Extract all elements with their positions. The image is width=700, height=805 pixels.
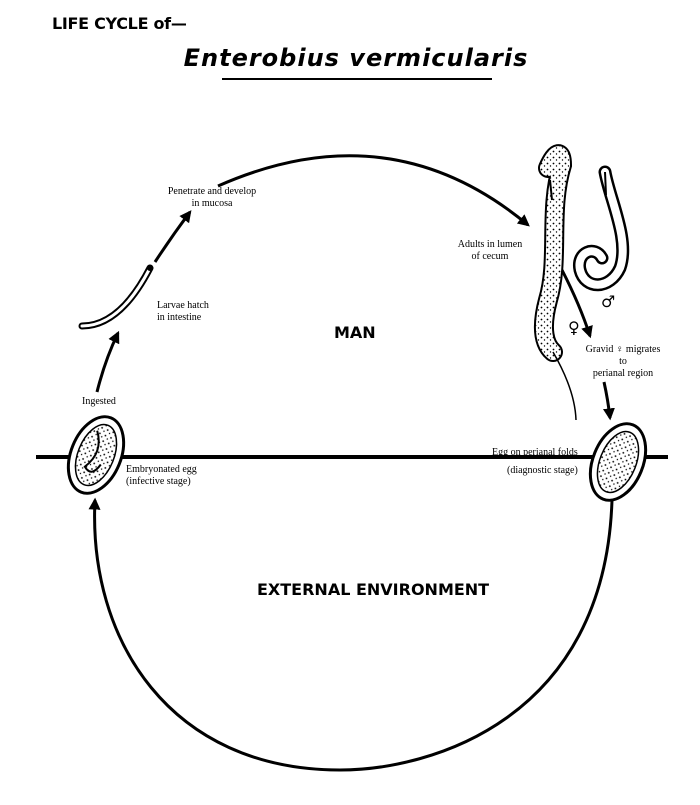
larva-icon bbox=[78, 264, 154, 330]
adults-to-gravid-arrow bbox=[560, 269, 593, 339]
adult-male-worm-icon bbox=[573, 165, 630, 292]
environment-arc-arrow bbox=[88, 497, 614, 772]
female-symbol-icon: ♀ bbox=[568, 318, 580, 337]
label-adults: Adults in lumen of cecum bbox=[457, 239, 523, 262]
arc-to-adults-arrow bbox=[217, 154, 530, 227]
perianal-egg-icon bbox=[588, 422, 648, 502]
header-label: LIFE CYCLE of— bbox=[52, 14, 187, 33]
embryonated-egg-icon bbox=[66, 415, 126, 495]
gravid-to-egg-arrow bbox=[602, 381, 615, 421]
label-penetrate: Penetrate and develop in mucosa bbox=[167, 186, 257, 209]
region-man-label: MAN bbox=[334, 323, 376, 342]
ingested-to-larvae-arrow bbox=[95, 330, 120, 393]
label-egg-perianal: Egg on perianal folds (diagnostic stage) bbox=[492, 447, 578, 476]
title-underline bbox=[222, 78, 492, 80]
label-gravid: Gravid ♀ migrates to perianal region bbox=[585, 344, 661, 379]
label-ingested: Ingested bbox=[82, 396, 116, 407]
male-symbol-icon: ♂ bbox=[601, 292, 616, 311]
adult-female-worm-icon bbox=[533, 144, 577, 421]
label-larvae: Larvae hatch in intestine bbox=[157, 300, 209, 323]
region-environment-label: EXTERNAL ENVIRONMENT bbox=[257, 580, 490, 599]
diagram-title: Enterobius vermicularis bbox=[183, 44, 529, 72]
arc-to-mucosa-arrow bbox=[153, 210, 192, 263]
label-embryonated-egg: Embryonated egg (infective stage) bbox=[126, 464, 197, 487]
